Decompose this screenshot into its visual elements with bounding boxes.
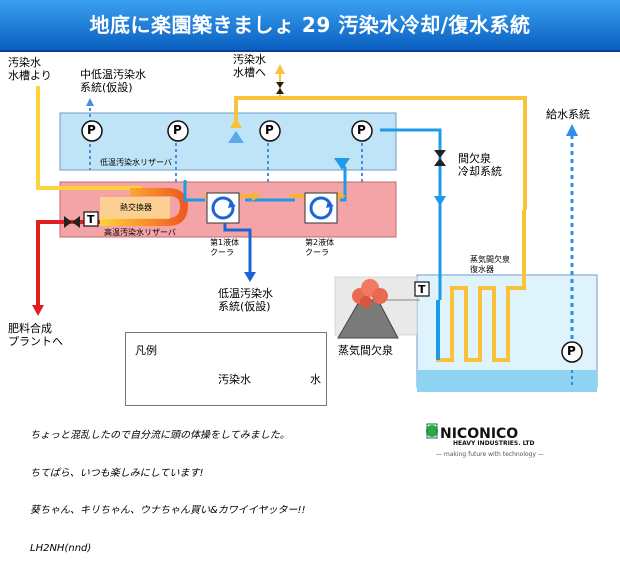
steam-return-pipe	[234, 96, 527, 210]
thermostat-label: T	[418, 283, 426, 296]
logo-icon	[426, 423, 438, 439]
label-condenser: 蒸気間欠泉復水器	[470, 255, 510, 274]
outlet-low	[228, 131, 244, 143]
logo-name: NICONICO	[440, 426, 519, 442]
label-high-reservoir: 高温汚染水リザーバ	[104, 228, 176, 237]
label-geyser: 蒸気間欠泉	[338, 344, 393, 357]
legend-water: 水	[310, 373, 321, 386]
page-title: 地底に楽園築きましょ 29 汚染水冷却/復水系統	[89, 13, 531, 37]
thermostat-label: T	[87, 213, 95, 226]
label-cooling-system: 間欠泉冷却系統	[458, 152, 502, 178]
label-mid-low-system: 中低温汚染水系統(仮設)	[80, 68, 146, 94]
legend	[125, 332, 327, 406]
pump-icons	[81, 120, 583, 363]
label-cooler-2: 第2液体クーラ	[305, 238, 335, 257]
condenser-coil	[436, 210, 526, 362]
label-low-reservoir: 低温汚染水リザーバ	[100, 158, 172, 167]
thermostat-2	[414, 281, 430, 297]
label-to-tank: 汚染水水槽へ	[233, 53, 266, 79]
pump-label: P	[87, 123, 96, 137]
low-temp-outflow	[223, 223, 252, 276]
logo-subtitle: HEAVY INDUSTRIES. LTD	[453, 440, 535, 447]
label-cooler-1: 第1液体クーラ	[210, 238, 240, 257]
pump-label: P	[567, 344, 576, 358]
label-low-outflow: 低温汚染水系統(仮設)	[218, 287, 273, 313]
outlet-high	[334, 158, 350, 170]
footer-note: ちょっと混乱したので自分流に頭の体操をしてみました。 ちてぱら、いつも楽しみにし…	[30, 430, 306, 554]
legend-hot: 高温	[170, 345, 189, 355]
pump-label: P	[173, 123, 182, 137]
logo-tagline: — making future with technology —	[436, 451, 544, 458]
valve-top	[276, 82, 284, 88]
thermostat-1	[83, 211, 99, 227]
valve-hx	[64, 216, 72, 228]
label-source-tank: 汚染水水槽より	[8, 56, 52, 82]
pump-label: P	[357, 123, 366, 137]
pump-label: P	[265, 123, 274, 137]
legend-title: 凡例	[135, 344, 157, 357]
legend-contaminated: 汚染水	[218, 373, 251, 386]
label-feed-system: 給水系統	[546, 108, 590, 121]
condenser-water	[417, 370, 597, 392]
condenser-feed-pipe	[380, 128, 442, 300]
process-diagram	[32, 64, 598, 439]
geyser-icon	[337, 279, 399, 339]
title-bar	[0, 0, 620, 52]
hot-inflow-pipe	[36, 86, 142, 190]
label-fertilizer: 肥料合成プラントへ	[8, 322, 63, 348]
label-heat-exchanger: 熱交換器	[120, 203, 152, 212]
legend-cold: 低温	[283, 345, 302, 355]
heat-exchanger-coil	[100, 188, 189, 226]
